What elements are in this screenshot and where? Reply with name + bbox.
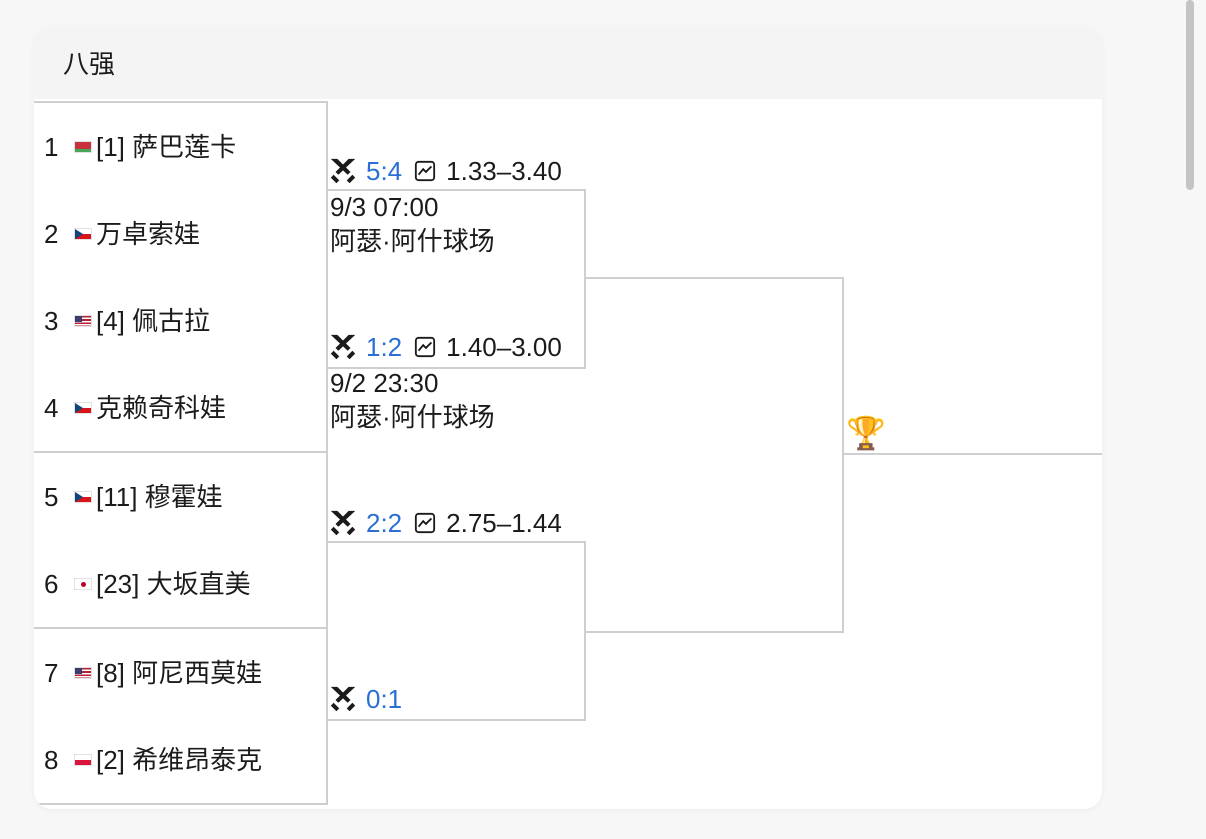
player-name: [8] 阿尼西莫娃: [96, 658, 263, 688]
bracket-connector-final: [844, 453, 1102, 455]
draw-number: 7: [44, 658, 59, 688]
player-row[interactable]: 2 万卓索娃: [44, 214, 200, 254]
bracket-connector-qf2: [326, 541, 586, 721]
draw-number: 8: [44, 745, 59, 775]
trend-chart-icon: [415, 512, 436, 534]
player-pair-4: 7 [8] 阿尼西莫娃 8 [2] 希维昂泰克: [34, 629, 328, 805]
draw-number: 4: [44, 393, 59, 423]
crossed-swords-icon: [330, 158, 356, 184]
match-odds: 2.75–1.44: [446, 508, 562, 538]
round-title: 八强: [63, 49, 116, 79]
player-row[interactable]: 4 克赖奇科娃: [44, 388, 226, 428]
belarus-flag-icon: [74, 141, 92, 153]
czech-flag-icon: [74, 228, 92, 240]
player-row[interactable]: 8 [2] 希维昂泰克: [44, 740, 262, 780]
crossed-swords-icon: [330, 334, 356, 360]
player-name: [23] 大坂直美: [96, 569, 251, 599]
match-venue: 阿瑟·阿什球场: [330, 226, 495, 256]
player-name: [11] 穆霍娃: [96, 482, 223, 512]
page-scrollbar[interactable]: [1186, 0, 1194, 190]
match-score[interactable]: 0:1: [366, 684, 403, 714]
player-name: [2] 希维昂泰克: [96, 745, 263, 775]
crossed-swords-icon: [330, 510, 356, 536]
match-info[interactable]: 0:1: [328, 684, 414, 714]
match-time: 9/3 07:00: [330, 192, 439, 222]
player-pair-3: 5 [11] 穆霍娃 6 [23] 大坂直美: [34, 453, 328, 629]
draw-number: 2: [44, 219, 59, 249]
bracket-connector-sf: [586, 277, 844, 633]
player-row[interactable]: 1 [1] 萨巴莲卡: [44, 127, 236, 167]
usa-flag-icon: [74, 667, 92, 679]
match-odds: 1.33–3.40: [446, 156, 562, 186]
trend-chart-icon: [415, 336, 436, 358]
trophy-icon: 🏆: [846, 415, 886, 451]
player-name: [4] 佩古拉: [96, 306, 211, 336]
draw-number: 5: [44, 482, 59, 512]
czech-flag-icon: [74, 491, 92, 503]
match-time: 9/2 23:30: [330, 368, 439, 398]
bracket-card: 八强 1 [1] 萨巴莲卡 2 万卓索娃 3 [4] 佩古拉: [34, 27, 1102, 809]
match-score[interactable]: 5:4: [366, 156, 403, 186]
match-odds: 1.40–3.00: [446, 332, 562, 362]
match-score[interactable]: 1:2: [366, 332, 403, 362]
player-row[interactable]: 5 [11] 穆霍娃: [44, 477, 223, 517]
czech-flag-icon: [74, 402, 92, 414]
player-pair-1: 1 [1] 萨巴莲卡 2 万卓索娃: [34, 101, 328, 279]
player-name: 万卓索娃: [96, 219, 201, 249]
card-header: 八强: [34, 27, 1102, 99]
player-name: [1] 萨巴莲卡: [96, 132, 237, 162]
bracket-connector-qf1: [326, 189, 586, 369]
match-info[interactable]: 2:2 2.75–1.44: [328, 508, 562, 538]
player-pair-2: 3 [4] 佩古拉 4 克赖奇科娃: [34, 277, 328, 453]
player-row[interactable]: 7 [8] 阿尼西莫娃: [44, 653, 262, 693]
draw-number: 3: [44, 306, 59, 336]
match-venue: 阿瑟·阿什球场: [330, 402, 495, 432]
japan-flag-icon: [74, 578, 92, 590]
usa-flag-icon: [74, 315, 92, 327]
trend-chart-icon: [415, 160, 436, 182]
player-row[interactable]: 6 [23] 大坂直美: [44, 564, 251, 604]
draw-number: 6: [44, 569, 59, 599]
player-row[interactable]: 3 [4] 佩古拉: [44, 301, 210, 341]
draw-number: 1: [44, 132, 59, 162]
match-score[interactable]: 2:2: [366, 508, 403, 538]
match-info[interactable]: 1:2 1.40–3.00: [328, 332, 562, 362]
crossed-swords-icon: [330, 686, 356, 712]
poland-flag-icon: [74, 754, 92, 766]
player-name: 克赖奇科娃: [96, 393, 227, 423]
match-info[interactable]: 5:4 1.33–3.40: [328, 156, 562, 186]
